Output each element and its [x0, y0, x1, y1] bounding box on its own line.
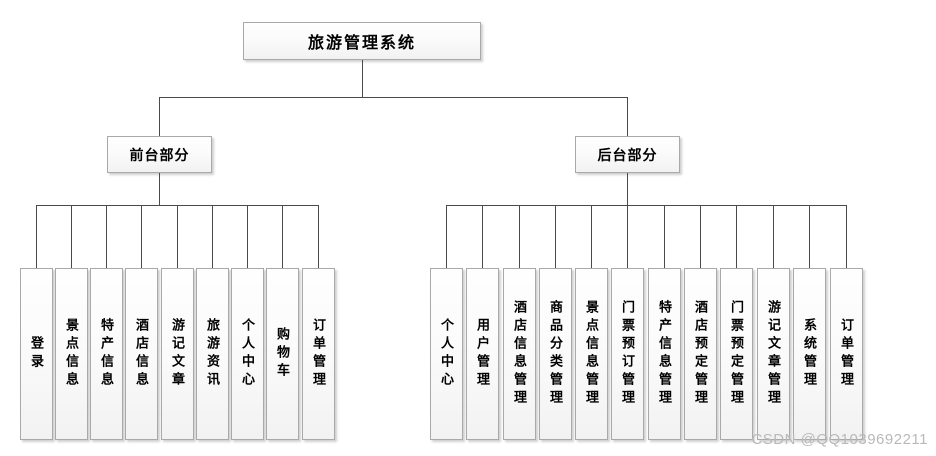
connector-frontend-stem: [159, 173, 160, 205]
node-branch-frontend-label: 前台部分: [129, 148, 190, 164]
connector-backend-leaf-bus: [446, 205, 847, 206]
node-leaf-backend-10[interactable]: 游记文章管理: [757, 268, 790, 440]
connector-frontend-leaf-drop-9: [318, 205, 319, 268]
node-leaf-backend-2-label: 用户管理: [475, 318, 490, 390]
connector-backend-leaf-drop-6: [627, 205, 628, 268]
connector-backend-leaf-drop-5: [591, 205, 592, 268]
node-leaf-backend-8-label: 酒店预定管理: [693, 300, 708, 408]
connector-frontend-leaf-drop-7: [247, 205, 248, 268]
node-leaf-frontend-7[interactable]: 个人中心: [231, 268, 264, 440]
connector-backend-leaf-drop-9: [736, 205, 737, 268]
node-leaf-backend-7-label: 特产信息管理: [657, 300, 672, 408]
node-leaf-frontend-5[interactable]: 游记文章: [161, 268, 194, 440]
node-leaf-backend-6-label: 门票预订管理: [620, 300, 635, 408]
connector-drop-backend: [627, 97, 628, 136]
connector-branch-bus: [159, 97, 628, 98]
connector-backend-leaf-drop-1: [446, 205, 447, 268]
connector-backend-leaf-drop-11: [809, 205, 810, 268]
node-leaf-frontend-5-label: 游记文章: [170, 318, 185, 390]
node-leaf-frontend-4-label: 酒店信息: [134, 318, 149, 390]
node-leaf-frontend-6[interactable]: 旅游资讯: [196, 268, 229, 440]
node-leaf-backend-8[interactable]: 酒店预定管理: [684, 268, 717, 440]
connector-backend-leaf-drop-2: [482, 205, 483, 268]
node-leaf-frontend-4[interactable]: 酒店信息: [125, 268, 158, 440]
node-leaf-frontend-8[interactable]: 购物车: [266, 268, 299, 440]
node-leaf-backend-2[interactable]: 用户管理: [466, 268, 499, 440]
node-branch-backend-label: 后台部分: [597, 148, 658, 164]
node-root-label: 旅游管理系统: [307, 35, 416, 52]
connector-backend-leaf-drop-4: [555, 205, 556, 268]
node-leaf-backend-5-label: 景点信息管理: [584, 300, 599, 408]
node-leaf-frontend-3[interactable]: 特产信息: [90, 268, 123, 440]
node-leaf-backend-11[interactable]: 系统管理: [793, 268, 826, 440]
connector-root-stem: [362, 60, 363, 97]
node-leaf-frontend-3-label: 特产信息: [99, 318, 114, 390]
node-leaf-backend-3[interactable]: 酒店信息管理: [503, 268, 536, 440]
node-leaf-frontend-8-label: 购物车: [275, 327, 290, 381]
connector-frontend-leaf-drop-6: [212, 205, 213, 268]
connector-backend-leaf-drop-3: [519, 205, 520, 268]
connector-frontend-leaf-drop-2: [71, 205, 72, 268]
node-leaf-frontend-9-label: 订单管理: [311, 318, 326, 390]
connector-backend-stem: [627, 173, 628, 205]
node-leaf-backend-1-label: 个人中心: [439, 318, 454, 390]
connector-frontend-leaf-drop-3: [106, 205, 107, 268]
node-leaf-backend-11-label: 系统管理: [802, 318, 817, 390]
node-leaf-backend-4[interactable]: 商品分类管理: [539, 268, 572, 440]
node-leaf-backend-12[interactable]: 订单管理: [830, 268, 863, 440]
node-leaf-backend-7[interactable]: 特产信息管理: [648, 268, 681, 440]
node-root-tourism-management-system[interactable]: 旅游管理系统: [243, 22, 481, 60]
connector-backend-leaf-drop-12: [846, 205, 847, 268]
node-leaf-backend-12-label: 订单管理: [839, 318, 854, 390]
node-leaf-frontend-6-label: 旅游资讯: [205, 318, 220, 390]
connector-frontend-leaf-drop-8: [282, 205, 283, 268]
node-leaf-backend-10-label: 游记文章管理: [766, 300, 781, 408]
node-leaf-backend-9[interactable]: 门票预定管理: [720, 268, 753, 440]
connector-frontend-leaf-drop-4: [141, 205, 142, 268]
node-leaf-backend-4-label: 商品分类管理: [548, 300, 563, 408]
watermark-text: CSDN @QQ1039692211: [751, 431, 928, 448]
node-leaf-backend-5[interactable]: 景点信息管理: [575, 268, 608, 440]
node-leaf-frontend-9[interactable]: 订单管理: [302, 268, 335, 440]
node-branch-backend[interactable]: 后台部分: [575, 136, 680, 173]
node-branch-frontend[interactable]: 前台部分: [107, 136, 212, 173]
node-leaf-frontend-2[interactable]: 景点信息: [55, 268, 88, 440]
connector-frontend-leaf-drop-5: [177, 205, 178, 268]
node-leaf-backend-1[interactable]: 个人中心: [430, 268, 463, 440]
connector-drop-frontend: [159, 97, 160, 136]
connector-backend-leaf-drop-7: [664, 205, 665, 268]
connector-backend-leaf-drop-10: [773, 205, 774, 268]
connector-frontend-leaf-drop-1: [36, 205, 37, 268]
node-leaf-frontend-1-label: 登录: [29, 336, 44, 372]
node-leaf-backend-3-label: 酒店信息管理: [512, 300, 527, 408]
connector-backend-leaf-drop-8: [700, 205, 701, 268]
node-leaf-frontend-7-label: 个人中心: [240, 318, 255, 390]
node-leaf-backend-9-label: 门票预定管理: [729, 300, 744, 408]
node-leaf-frontend-2-label: 景点信息: [64, 318, 79, 390]
node-leaf-backend-6[interactable]: 门票预订管理: [611, 268, 644, 440]
node-leaf-frontend-1[interactable]: 登录: [20, 268, 53, 440]
